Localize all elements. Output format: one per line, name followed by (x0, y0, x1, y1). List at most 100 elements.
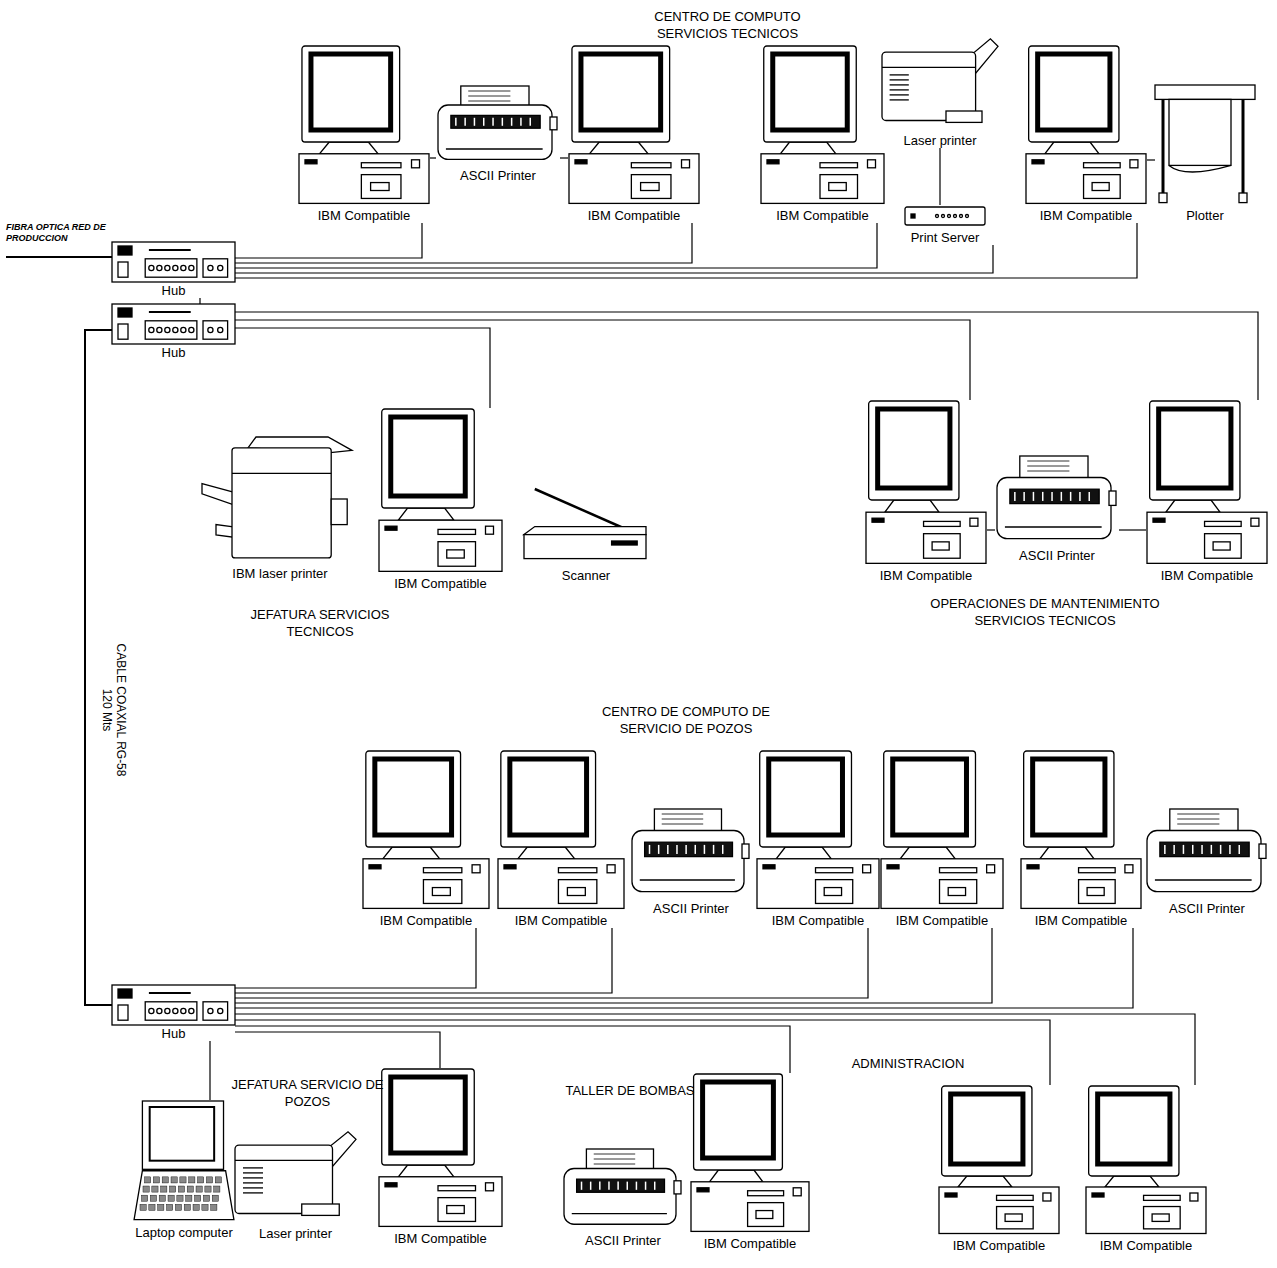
pc-device: IBM Compatible (568, 45, 700, 223)
plot-paper (1169, 99, 1231, 165)
key (159, 1195, 165, 1201)
screen (1033, 759, 1105, 835)
key (168, 1195, 174, 1201)
key (153, 1177, 159, 1183)
power-button (682, 160, 690, 168)
knob (550, 117, 557, 130)
drive-slot (1092, 183, 1109, 191)
pc-device: IBM Compatible (1025, 45, 1147, 223)
power-button (868, 160, 876, 168)
monitor (382, 409, 475, 508)
hub-socket (181, 265, 186, 270)
platen-mark (502, 118, 504, 126)
power-button (472, 865, 480, 873)
front-edge (572, 1213, 667, 1214)
hub-uplink (203, 321, 228, 339)
platen-mark (1220, 845, 1222, 854)
platen-mark (608, 1182, 610, 1190)
drive (631, 163, 671, 168)
paper-line (1177, 824, 1219, 825)
network-cable (235, 1020, 1050, 1085)
screen (1098, 1094, 1170, 1164)
device-label: IBM Compatible (515, 913, 607, 928)
power-button (987, 865, 995, 873)
area-label: CENTRO DE COMPUTO SERVICIOS TECNICOS (640, 8, 815, 42)
device-label: ASCII Printer (1019, 548, 1095, 563)
server-device: Print Server (895, 205, 995, 245)
server-port (948, 215, 951, 218)
key (187, 1186, 193, 1192)
key (198, 1177, 204, 1183)
dot-icon (1145, 808, 1269, 898)
logo (945, 1193, 957, 1197)
printer-body (1147, 831, 1261, 892)
monitor-stand (1040, 847, 1094, 859)
platen-mark (627, 1182, 629, 1190)
foot (1239, 193, 1247, 203)
monitor (501, 751, 596, 847)
monitor-stand (398, 508, 454, 520)
plotter-device: Plotter (1155, 85, 1255, 223)
drive (997, 1207, 1034, 1229)
monitor (764, 46, 857, 142)
paper-line (468, 91, 510, 92)
pc-icon (690, 1073, 810, 1233)
scanner-top (524, 527, 646, 535)
pc-icon (378, 1068, 503, 1228)
platen-mark (1042, 492, 1044, 501)
drive (748, 1191, 784, 1196)
platen-mark (704, 845, 706, 854)
vent (243, 1187, 263, 1188)
screen (581, 54, 661, 130)
scanner-slot (612, 541, 638, 545)
paper-curl (1169, 165, 1231, 172)
server-port (942, 215, 945, 218)
platen-mark (1061, 492, 1063, 501)
paper-line (1177, 814, 1219, 815)
area-label: TALLER DE BOMBAS (560, 1082, 700, 1099)
key (205, 1186, 211, 1192)
platen (1010, 489, 1099, 503)
monitor-stand (1105, 1176, 1159, 1187)
vent (243, 1167, 263, 1168)
area-label: CENTRO DE COMPUTO DE SERVICIO DE POZOS (596, 703, 776, 737)
device-label: IBM Compatible (1040, 208, 1132, 223)
paper-line (468, 101, 510, 102)
output-tray (302, 1204, 340, 1215)
hub-port (118, 324, 128, 339)
printer-body (438, 105, 552, 159)
paper-line (662, 819, 703, 820)
system-unit (1021, 859, 1141, 909)
hub-socket (157, 1008, 162, 1013)
server-led (911, 214, 915, 218)
hub-marking (149, 249, 191, 251)
monitor-stand (1166, 500, 1220, 512)
logo (767, 160, 779, 164)
network-cable (199, 298, 200, 304)
monitor (366, 751, 461, 847)
dot-device: ASCII Printer (562, 1148, 684, 1248)
drive (1084, 175, 1121, 199)
system-unit (1086, 1187, 1206, 1234)
paper-line (468, 96, 510, 97)
drive (361, 163, 401, 168)
leg (1162, 97, 1165, 199)
platen-mark (1183, 845, 1185, 854)
scanner-base (524, 535, 646, 559)
drive (438, 1186, 476, 1191)
device-label: Laptop computer (135, 1225, 233, 1240)
network-cable (235, 223, 877, 268)
monitor (1024, 751, 1114, 847)
cable-label: CABLE COAXIAL RG-58 120 Mts (100, 640, 128, 780)
paper-line (1027, 466, 1069, 467)
screen (1038, 54, 1110, 130)
printer-body (997, 478, 1111, 539)
screen (510, 759, 587, 835)
key (158, 1204, 164, 1210)
drive (1079, 880, 1116, 904)
area-label: JEFATURA SERVICIO DE POZOS (225, 1076, 390, 1110)
hub-socket (149, 265, 154, 270)
server-port (954, 215, 957, 218)
platen-mark (658, 845, 660, 854)
pc-device: IBM Compatible (497, 750, 625, 928)
